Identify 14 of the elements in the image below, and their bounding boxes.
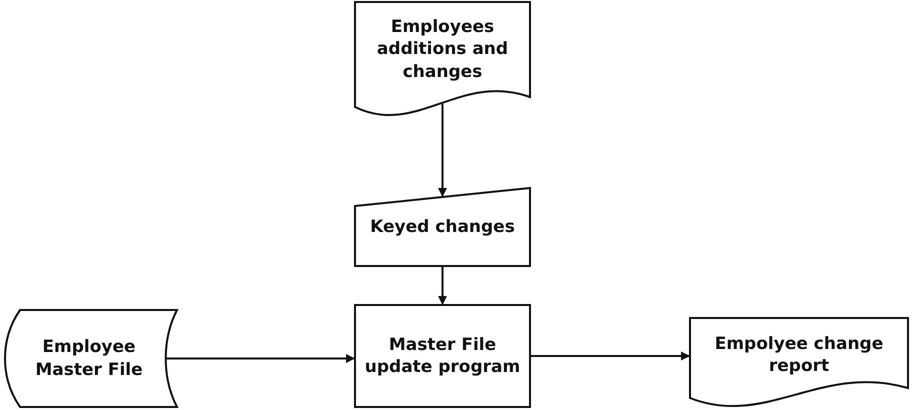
node-label: Master File update program [364, 334, 522, 378]
node-label: Empolyee change report [714, 332, 884, 378]
document-shape [690, 318, 908, 408]
stored-data-shape [5, 310, 177, 407]
node-label: Employee Master File [34, 336, 144, 381]
node-label: Keyed changes [370, 216, 515, 238]
manual-input-shape [355, 188, 530, 266]
arrow [438, 266, 447, 305]
process-box [355, 305, 530, 407]
arrow [438, 104, 447, 197]
arrow [166, 354, 355, 363]
node-label: Employees additions and changes [376, 16, 510, 83]
document-shape [355, 2, 530, 117]
arrow [530, 352, 690, 360]
